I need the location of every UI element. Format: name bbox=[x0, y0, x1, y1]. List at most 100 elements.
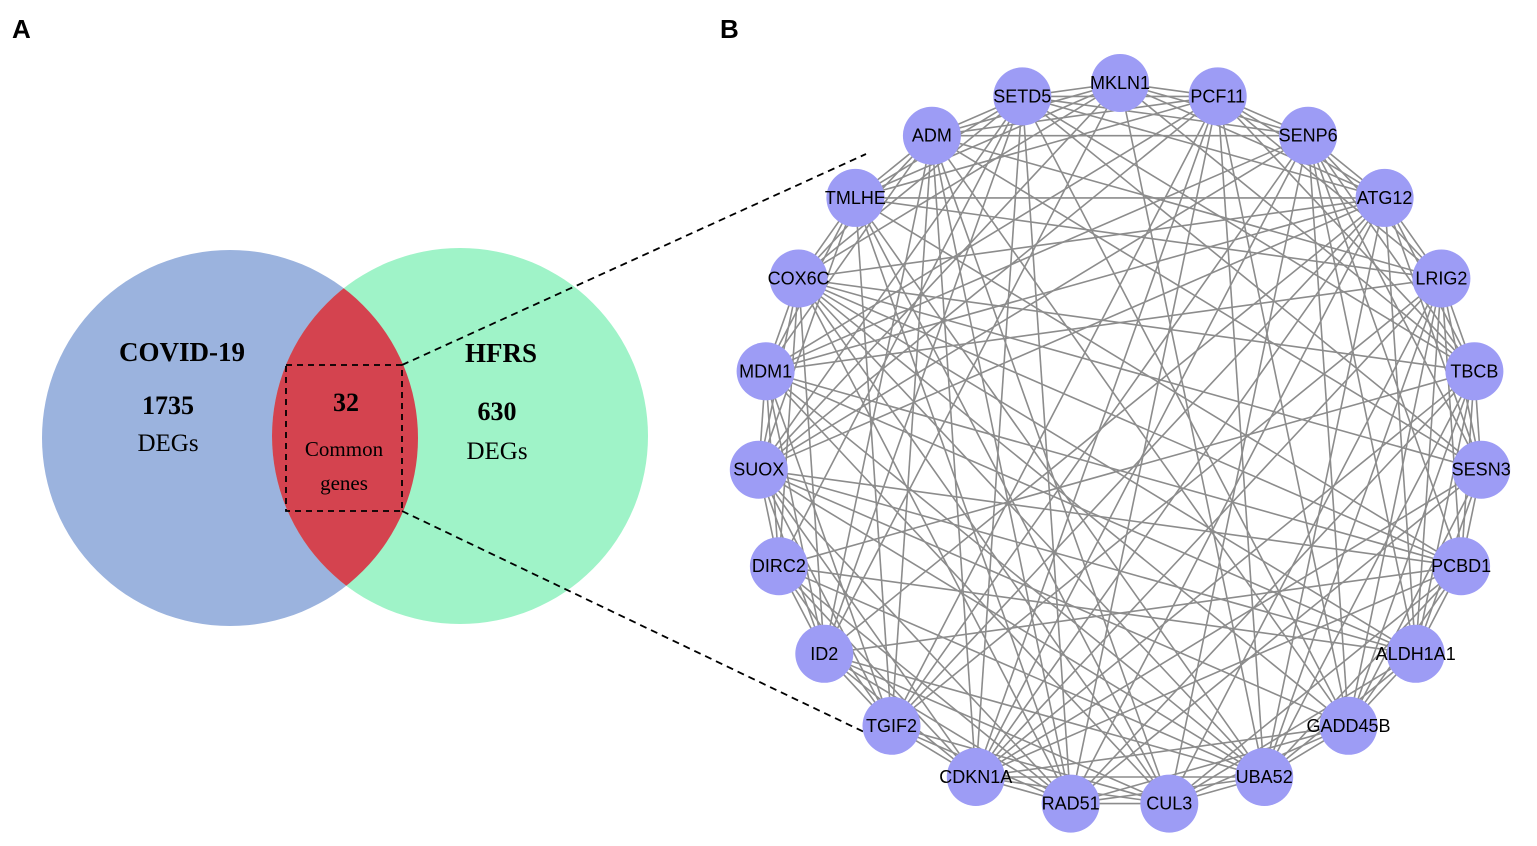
gene-node-circle bbox=[769, 249, 828, 308]
network-edge bbox=[778, 565, 1416, 655]
network-edge bbox=[823, 653, 1072, 805]
gene-node-rad51: RAD51 bbox=[1042, 774, 1100, 833]
network-edge bbox=[823, 197, 1386, 655]
network-edge bbox=[931, 135, 977, 778]
gene-node-suox: SUOX bbox=[729, 440, 788, 499]
network-edge bbox=[778, 278, 800, 567]
gene-node-label: PCF11 bbox=[1190, 86, 1245, 106]
gene-node-label: ADM bbox=[912, 126, 952, 146]
gene-node-lrig2: LRIG2 bbox=[1412, 249, 1471, 308]
gene-node-circle bbox=[1386, 624, 1445, 683]
network-edge bbox=[1022, 95, 1309, 137]
gene-node-circle bbox=[1091, 54, 1149, 112]
network-edge bbox=[1347, 278, 1443, 726]
network-edge bbox=[975, 135, 1309, 778]
network-edge bbox=[891, 725, 1170, 805]
gene-node-label: MDM1 bbox=[739, 361, 792, 381]
network-edge bbox=[778, 370, 1475, 567]
gene-node-circle bbox=[862, 696, 921, 755]
network-edge bbox=[890, 96, 1219, 727]
gene-node-label: TBCB bbox=[1450, 361, 1498, 381]
gene-node-tmlhe: TMLHE bbox=[825, 168, 886, 227]
gene-node-label: SENP6 bbox=[1279, 126, 1338, 146]
network-edge bbox=[798, 277, 1417, 655]
network-edge bbox=[797, 278, 826, 654]
gene-node-label: PCBD1 bbox=[1431, 556, 1491, 576]
network-edge bbox=[758, 468, 1416, 655]
gene-node-circle bbox=[1445, 342, 1504, 401]
network-edge bbox=[798, 277, 1350, 727]
gene-node-dirc2: DIRC2 bbox=[749, 537, 808, 596]
overlap-highlight-box bbox=[285, 364, 403, 512]
network-edge bbox=[765, 370, 1417, 655]
network-edge bbox=[931, 135, 1171, 804]
network-edge bbox=[758, 95, 1219, 471]
network-edge bbox=[1070, 725, 1349, 805]
gene-node-sesn3: SESN3 bbox=[1452, 440, 1511, 499]
network-edge bbox=[824, 565, 1462, 655]
gene-node-circle bbox=[1188, 67, 1247, 126]
network-edge bbox=[854, 197, 1265, 778]
network-edge bbox=[765, 277, 1442, 373]
network-edges bbox=[758, 82, 1482, 805]
gene-node-label: LRIG2 bbox=[1415, 269, 1467, 289]
gene-node-tbcb: TBCB bbox=[1445, 342, 1504, 401]
network-edge bbox=[855, 82, 1121, 199]
gene-node-circle bbox=[749, 537, 808, 596]
network-edge bbox=[764, 135, 933, 372]
network-edge bbox=[1347, 371, 1476, 727]
gene-node-cul3: CUL3 bbox=[1140, 774, 1199, 833]
network-edge bbox=[854, 197, 1462, 567]
venn-right-unit: DEGs bbox=[466, 438, 527, 465]
network-edge bbox=[823, 135, 933, 654]
network-edge bbox=[931, 135, 1350, 727]
venn-right-title: HFRS bbox=[465, 338, 537, 368]
network-edge bbox=[823, 96, 1024, 655]
gene-node-gadd45b: GADD45B bbox=[1306, 696, 1391, 755]
network-edge bbox=[1168, 278, 1443, 804]
gene-node-label: ATG12 bbox=[1357, 188, 1413, 208]
network-edge bbox=[798, 197, 1385, 280]
gene-node-circle bbox=[729, 440, 788, 499]
network-edge bbox=[1168, 565, 1462, 805]
network-edge bbox=[798, 82, 1121, 280]
network-edge bbox=[855, 197, 1442, 280]
network-edge bbox=[1307, 135, 1462, 567]
network-edge bbox=[758, 469, 1072, 805]
gene-node-label: CUL3 bbox=[1146, 794, 1192, 814]
gene-node-label: SETD5 bbox=[993, 86, 1051, 106]
network-edge bbox=[854, 197, 1171, 804]
venn-overlap-label-line2: genes bbox=[320, 471, 368, 495]
network-edge bbox=[854, 197, 893, 726]
network-edge bbox=[1022, 95, 1385, 199]
network-edge bbox=[778, 96, 1024, 567]
network-edge bbox=[854, 197, 1072, 804]
gene-node-cox6c: COX6C bbox=[768, 249, 830, 308]
venn-overlap-label-line1: Common bbox=[305, 437, 384, 461]
network-edge bbox=[1119, 82, 1475, 372]
network-edge bbox=[758, 197, 857, 470]
network-edge bbox=[1440, 278, 1462, 567]
network-edge bbox=[1070, 469, 1482, 805]
network-edge bbox=[1021, 96, 1072, 804]
network-edge bbox=[765, 370, 1462, 567]
network-edge bbox=[765, 370, 1170, 805]
gene-node-label: TMLHE bbox=[825, 188, 886, 208]
gene-node-label: ID2 bbox=[810, 644, 838, 664]
gene-node-atg12: ATG12 bbox=[1355, 168, 1414, 227]
network-edge bbox=[975, 370, 1475, 778]
network-edge bbox=[1021, 95, 1482, 471]
gene-node-circle bbox=[736, 342, 795, 401]
gene-node-pcbd1: PCBD1 bbox=[1431, 537, 1491, 596]
network-edge bbox=[1307, 135, 1476, 372]
gene-node-label: UBA52 bbox=[1236, 767, 1293, 787]
network-nodes: MKLN1PCF11SENP6ATG12LRIG2TBCBSESN3PCBD1A… bbox=[729, 54, 1511, 833]
network-edge bbox=[823, 653, 1170, 805]
network-edge bbox=[798, 277, 1475, 373]
gene-node-label: RAD51 bbox=[1042, 794, 1100, 814]
gene-node-setd5: SETD5 bbox=[993, 67, 1051, 126]
gene-node-label: TGIF2 bbox=[866, 716, 917, 736]
network-edge bbox=[1263, 565, 1462, 778]
network-edge bbox=[824, 653, 1265, 778]
